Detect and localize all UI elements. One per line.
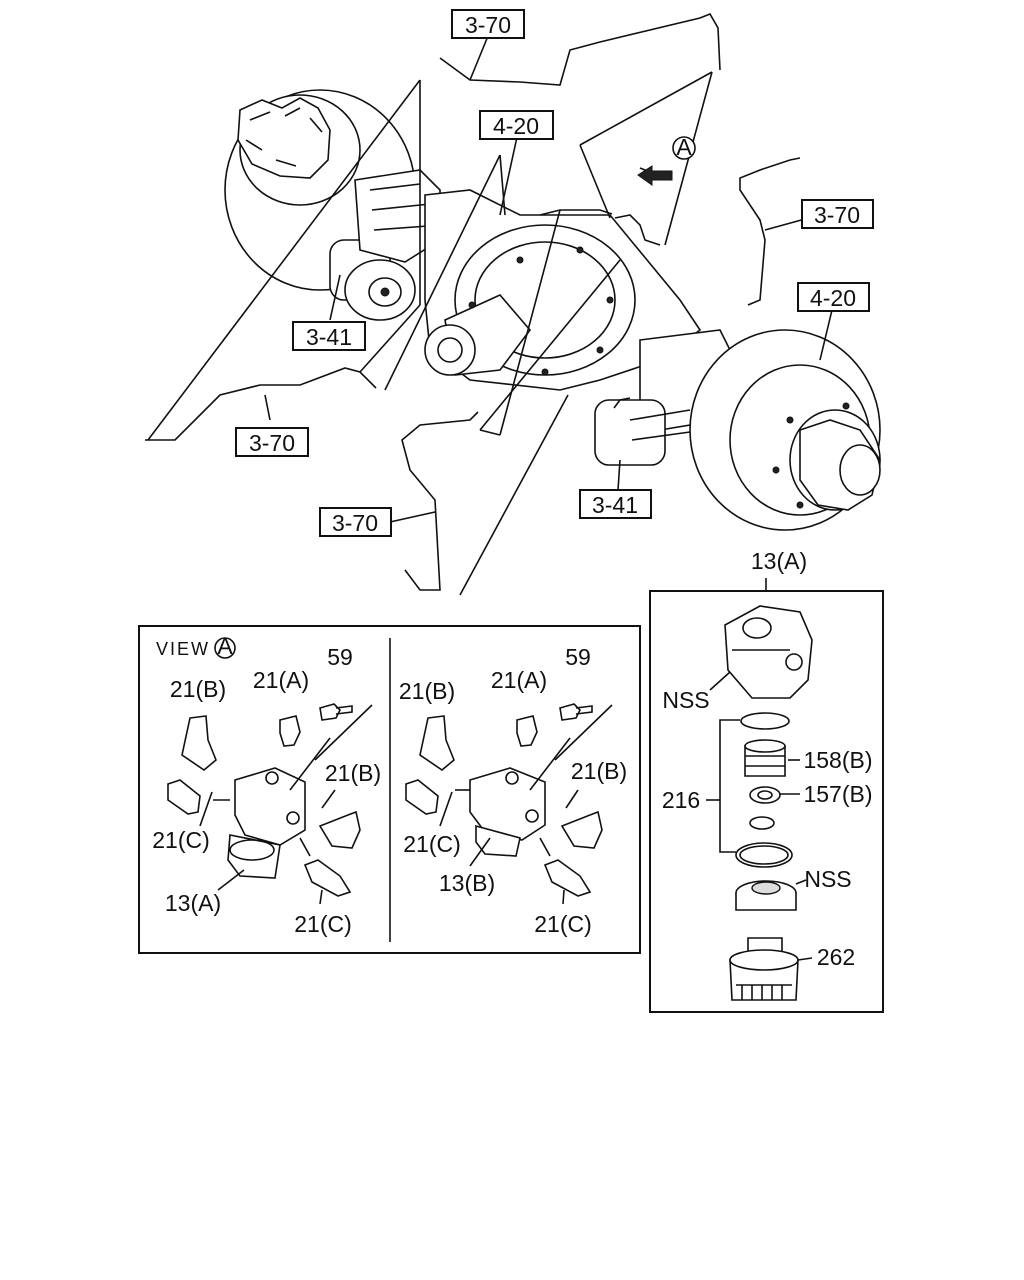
label-21b-top-left: 21(B) [170,676,226,702]
svg-text:3-70: 3-70 [814,202,860,228]
label-nss-bottom: NSS [804,866,851,892]
exploded-valve-panel [649,590,884,1013]
brake-air-lines [145,12,801,591]
exploded-header-13a: 13(A) [751,548,807,574]
label-21c-bottom-right: 21(C) [534,911,592,937]
svg-text:4-20: 4-20 [493,113,539,139]
view-a-right-illustration [405,703,613,905]
svg-text:3-70: 3-70 [249,430,295,456]
svg-text:3-70: 3-70 [332,510,378,536]
callout-3-41-left[interactable]: 3-41 [292,321,366,351]
view-a-right-labels: 59 21(A) 21(B) 21(B) 21(C) 13(B) 21(C) [399,644,627,937]
label-21b-right-left: 21(B) [325,760,381,786]
view-a-arrow: A [637,134,696,186]
callout-3-70-bottom[interactable]: 3-70 [319,507,392,537]
view-a-left-illustration [167,703,373,905]
label-59-left: 59 [327,644,353,670]
label-21b-top-right: 21(B) [399,678,455,704]
label-21a-right: 21(A) [491,667,547,693]
callout-3-70-right[interactable]: 3-70 [801,199,874,229]
callout-3-70-left[interactable]: 3-70 [235,427,309,457]
label-59-right: 59 [565,644,591,670]
callout-4-20-right[interactable]: 4-20 [797,282,870,312]
view-a-left-labels: 59 21(A) 21(B) 21(B) 21(C) 13(A) 21(C) [152,644,381,937]
callout-3-41-right[interactable]: 3-41 [579,489,652,519]
view-a-panel: VIEW A [138,625,641,954]
svg-text:4-20: 4-20 [810,285,856,311]
label-21b-right-right: 21(B) [571,758,627,784]
label-157b: 157(B) [803,781,872,807]
exploded-labels: NSS 158(B) 216 157(B) NSS 262 [662,687,873,970]
label-158b: 158(B) [803,747,872,773]
callout-3-70-top[interactable]: 3-70 [451,9,525,39]
label-nss-top: NSS [662,687,709,713]
svg-text:3-41: 3-41 [592,492,638,518]
view-a-title: VIEW [156,639,210,659]
svg-text:3-70: 3-70 [465,12,511,38]
callout-4-20-top[interactable]: 4-20 [479,110,554,140]
view-a-title-marker: A [217,633,233,659]
label-21c-left-right: 21(C) [403,831,461,857]
svg-text:3-41: 3-41 [306,324,352,350]
label-13a-left: 13(A) [165,890,221,916]
label-262: 262 [817,944,855,970]
label-21c-left-left: 21(C) [152,827,210,853]
label-21c-bottom-left: 21(C) [294,911,352,937]
label-216: 216 [662,787,700,813]
label-13b-right: 13(B) [439,870,495,896]
label-21a-left: 21(A) [253,667,309,693]
view-marker-a: A [676,134,692,160]
axle-assembly-illustration [224,89,881,531]
